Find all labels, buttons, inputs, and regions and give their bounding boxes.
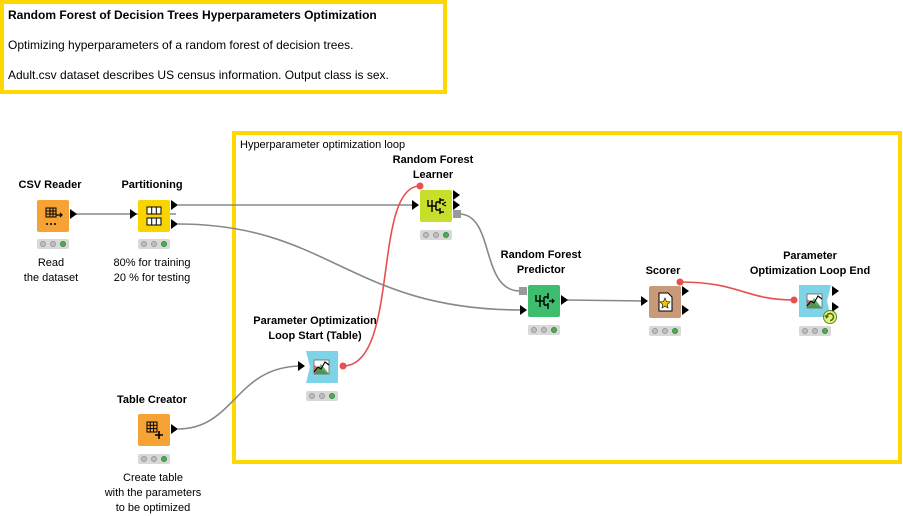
partitioning-out-port-1[interactable] [171, 200, 179, 210]
loop-start-icon [306, 351, 338, 383]
table-create-icon [138, 414, 170, 446]
loop-start-node[interactable] [306, 351, 338, 383]
rf-predictor-in-port[interactable] [520, 305, 528, 315]
loop-end-out-port-2[interactable] [832, 302, 840, 312]
forest-learner-icon [420, 190, 452, 222]
partitioning-comment-2: 20 % for testing [113, 272, 191, 284]
csv-reader-comment-2: the dataset [23, 272, 79, 284]
csv-reader-comment-1: Read [37, 257, 65, 269]
scorer-icon [649, 286, 681, 318]
loop-end-status [799, 326, 831, 336]
csv-reader-out-port[interactable] [70, 209, 78, 219]
loop-annotation-label: Hyperparameter optimization loop [240, 139, 406, 151]
scorer-node[interactable] [649, 286, 681, 318]
rf-learner-title-2: Learner [412, 169, 454, 181]
table-creator-status [138, 454, 170, 464]
connection-learner-model-to-predictor[interactable] [458, 213, 521, 292]
connection-partitioning-to-predictor[interactable] [177, 223, 523, 311]
rf-predictor-out-port[interactable] [561, 295, 569, 305]
loop-end-out-port-1[interactable] [832, 286, 840, 296]
loop-start-title-1: Parameter Optimization [253, 315, 377, 327]
partition-icon [138, 200, 170, 232]
rf-learner-model-port[interactable] [453, 210, 461, 218]
annotation-line-1: Optimizing hyperparameters of a random f… [8, 38, 354, 52]
partitioning-comment-1: 80% for training [113, 257, 191, 269]
forest-predictor-icon [528, 285, 560, 317]
partitioning-out-port-2[interactable] [171, 219, 179, 229]
loop-end-title-1: Parameter [783, 250, 837, 262]
partitioning-in-port[interactable] [130, 209, 138, 219]
loop-end-icon [799, 285, 831, 317]
table-creator-title: Table Creator [116, 394, 188, 406]
partitioning-title: Partitioning [121, 179, 183, 191]
csv-reader-title: CSV Reader [18, 179, 82, 191]
description-annotation[interactable]: Random Forest of Decision Trees Hyperpar… [0, 0, 447, 94]
rf-learner-in-port[interactable] [412, 200, 420, 210]
loop-end-node[interactable] [799, 285, 831, 317]
csv-reader-status [37, 239, 69, 249]
rf-learner-out-port-2[interactable] [453, 200, 461, 210]
loop-annotation[interactable]: Hyperparameter optimization loop [232, 131, 902, 464]
flow-variable-scorer-to-loopend[interactable] [679, 281, 795, 301]
table-reader-icon [37, 200, 69, 232]
scorer-in-port[interactable] [641, 296, 649, 306]
loop-refresh-icon [823, 310, 837, 324]
scorer-status [649, 326, 681, 336]
scorer-out-port-1[interactable] [682, 286, 690, 296]
scorer-title: Scorer [645, 265, 681, 277]
partitioning-status [138, 239, 170, 249]
annotation-line-2: Adult.csv dataset describes US census in… [8, 68, 389, 82]
loop-start-in-port[interactable] [298, 361, 306, 371]
loop-start-status [306, 391, 338, 401]
rf-learner-node[interactable] [420, 190, 452, 222]
rf-learner-title-1: Random Forest [392, 154, 474, 166]
flow-variable-loopstart-to-learner[interactable] [342, 185, 421, 367]
table-creator-comment-2: with the parameters [104, 487, 202, 499]
scorer-out-port-2[interactable] [682, 305, 690, 315]
rf-predictor-model-port[interactable] [519, 287, 527, 295]
table-creator-comment-3: to be optimized [115, 502, 191, 514]
rf-predictor-title-2: Predictor [516, 264, 566, 276]
connection-tablecreator-to-loopstart[interactable] [177, 365, 303, 430]
rf-learner-status [420, 230, 452, 240]
table-creator-node[interactable] [138, 414, 170, 446]
connection-predictor-to-scorer[interactable] [565, 299, 646, 302]
flow-port-learner[interactable] [416, 182, 424, 190]
table-creator-comment-1: Create table [123, 472, 183, 484]
loop-end-title-2: Optimization Loop End [749, 265, 871, 277]
flow-port-loopstart[interactable] [339, 362, 347, 370]
flow-port-loopend[interactable] [790, 296, 798, 304]
table-creator-out-port[interactable] [171, 424, 179, 434]
loop-start-title-2: Loop Start (Table) [268, 330, 362, 342]
flow-port-scorer[interactable] [676, 278, 684, 286]
partitioning-node[interactable] [138, 200, 170, 232]
rf-predictor-title-1: Random Forest [500, 249, 582, 261]
annotation-title: Random Forest of Decision Trees Hyperpar… [8, 8, 377, 22]
csv-reader-node[interactable] [37, 200, 69, 232]
rf-predictor-status [528, 325, 560, 335]
rf-learner-out-port-1[interactable] [453, 190, 461, 200]
rf-predictor-node[interactable] [528, 285, 560, 317]
